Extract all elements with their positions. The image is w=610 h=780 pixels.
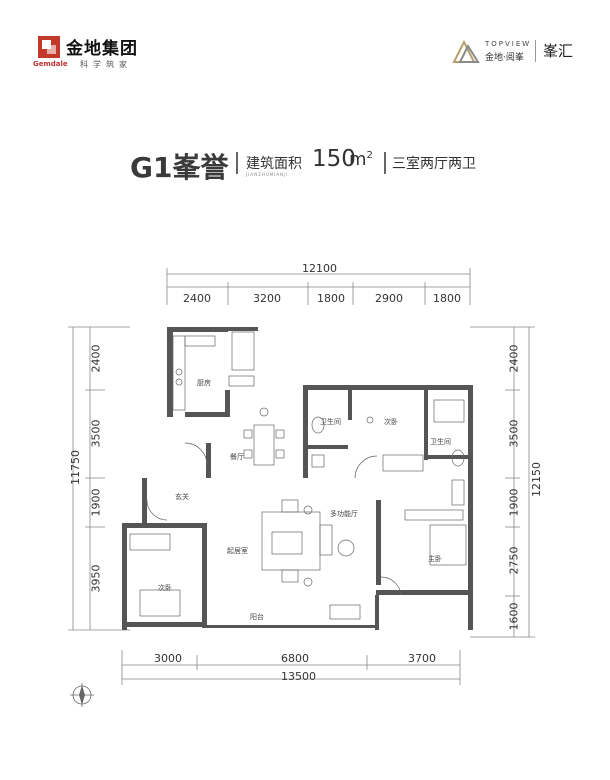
room-dining: 餐厅 [230, 453, 244, 461]
area-pinyin: JIANZHUMIANJI [246, 172, 289, 177]
dim-right-segment: 1900 [507, 488, 521, 517]
dim-top-segment: 1800 [433, 292, 461, 305]
room-bedroom2: 次卧 [384, 418, 398, 426]
dim-top-segment: 2900 [375, 292, 403, 305]
dim-left-segment: 3950 [89, 564, 103, 593]
dim-right-total: 12150 [530, 462, 543, 497]
title-divider [236, 152, 238, 174]
room-bath1: 卫生间 [320, 418, 341, 426]
title-divider [384, 152, 386, 174]
topview-cn: 金地·阅峯 [485, 53, 524, 63]
brand-en: Gemdale [33, 60, 68, 68]
room-entry: 玄关 [175, 493, 189, 501]
dim-left-segment: 3500 [89, 419, 103, 448]
dim-left-segment: 2400 [89, 344, 103, 373]
dim-left-segment: 1900 [89, 488, 103, 517]
dim-top-segment: 2400 [183, 292, 211, 305]
dim-right-segment: 3500 [507, 419, 521, 448]
dim-bottom-segment: 3700 [408, 652, 436, 665]
room-bath2: 卫生间 [430, 438, 451, 446]
room-kitchen: 厨房 [197, 379, 211, 387]
header-divider [535, 40, 536, 62]
dim-bottom-segment: 6800 [281, 652, 309, 665]
unit-model-title: G1峯誉 [130, 151, 229, 184]
area-label: 建筑面积 [246, 156, 302, 172]
brand-slogan: 科学筑家 [80, 60, 132, 69]
dim-left-total: 11750 [69, 450, 82, 485]
room-type: 三室两厅两卫 [392, 156, 476, 172]
dim-top-total: 12100 [302, 262, 337, 275]
room-multi: 多功能厅 [330, 510, 358, 518]
brand-name: 金地集团 [66, 39, 138, 59]
topview-en: TOPVIEW [485, 40, 532, 48]
gemdale-logo-icon [38, 36, 60, 58]
room-bedroom3: 次卧 [158, 584, 172, 592]
area-value: 150 [312, 146, 356, 172]
room-master: 主卧 [428, 555, 442, 563]
dim-bottom-total: 13500 [281, 670, 316, 683]
area-unit: m2 [349, 149, 373, 170]
dim-right-segment: 1600 [507, 602, 521, 631]
room-balcony: 阳台 [250, 613, 264, 621]
dim-bottom-segment: 3000 [154, 652, 182, 665]
room-living: 起居室 [227, 547, 248, 555]
dim-top-segment: 1800 [317, 292, 345, 305]
project-name: 峯汇 [543, 42, 574, 60]
topview-logo-icon [452, 39, 480, 63]
dim-right-segment: 2750 [507, 546, 521, 575]
dim-top-segment: 3200 [253, 292, 281, 305]
dim-right-segment: 2400 [507, 344, 521, 373]
